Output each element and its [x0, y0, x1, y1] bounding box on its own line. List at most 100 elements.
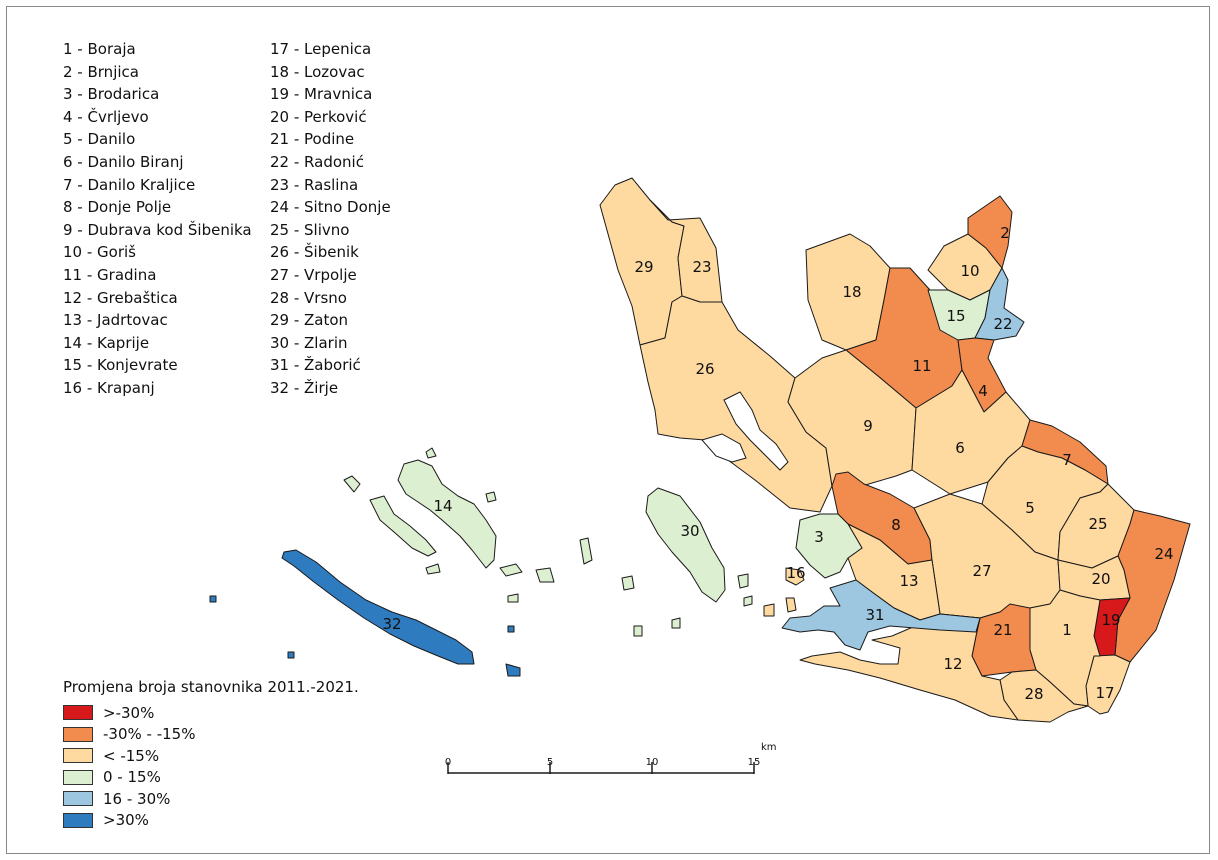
legend-swatch: [63, 812, 93, 828]
region-14: [397, 459, 497, 569]
region-islet: [743, 595, 753, 607]
place-name: 17 - Lepenica: [270, 40, 372, 58]
region-label-4: 4: [978, 382, 988, 400]
region-label-23: 23: [692, 258, 711, 276]
region-14: [343, 475, 361, 493]
region-label-21: 21: [993, 621, 1012, 639]
region-islet: [535, 567, 555, 583]
legend-item: 0 - 15%: [63, 767, 359, 789]
region-31: [781, 579, 981, 651]
scale-unit: km: [761, 742, 777, 753]
place-name: 7 - Danilo Kraljice: [63, 175, 196, 194]
region-label-32: 32: [382, 615, 401, 633]
region-label-6: 6: [955, 439, 965, 457]
legend-label: < -15%: [103, 746, 160, 765]
region-islet: [485, 491, 497, 503]
place-name: 13 - Jadrtovac: [63, 311, 168, 330]
region-label-24: 24: [1154, 545, 1173, 563]
place-name: 9 - Dubrava kod Šibenika: [63, 220, 252, 239]
region-3: [795, 513, 863, 579]
region-label-16: 16: [786, 564, 805, 582]
region-label-1: 1: [1062, 621, 1072, 639]
region-label-2: 2: [1000, 224, 1010, 242]
region-islet: [507, 593, 519, 603]
legend-swatch: [63, 705, 93, 721]
place-name: 19 - Mravnica: [270, 85, 373, 104]
legend-swatch: [63, 791, 93, 807]
place-name: 14 - Kaprije: [63, 333, 150, 352]
region-label-3: 3: [814, 528, 824, 546]
region-islet: [425, 563, 441, 575]
place-name: 21 - Podine: [270, 130, 355, 149]
region-islet: [785, 597, 797, 613]
place-name: 24 - Sitno Donje: [270, 198, 391, 217]
scale-bar: 0 5 10 15 km: [430, 742, 790, 782]
place-name: 3 - Brodarica: [63, 85, 160, 104]
region-label-7: 7: [1062, 451, 1072, 469]
region-label-14: 14: [433, 497, 452, 515]
place-name: 5 - Danilo: [63, 130, 136, 149]
region-label-8: 8: [891, 516, 901, 534]
place-name: 18 - Lozovac: [270, 62, 365, 81]
place-name: 12 - Grebaštica: [63, 288, 178, 307]
map-legend: Promjena broja stanovnika 2011.-2021. >-…: [63, 678, 359, 831]
scale-tick: 15: [747, 757, 761, 768]
place-name: 8 - Donje Polje: [63, 198, 172, 217]
place-name: 10 - Goriš: [63, 243, 136, 262]
region-label-15: 15: [946, 307, 965, 325]
region-2: [967, 195, 1013, 269]
region-label-27: 27: [972, 562, 991, 580]
legend-label: 16 - 30%: [103, 789, 171, 808]
region-label-10: 10: [960, 262, 979, 280]
region-label-30: 30: [680, 522, 699, 540]
place-name: 23 - Raslina: [270, 175, 359, 194]
place-name: 25 - Slivno: [270, 220, 350, 239]
legend-item: < -15%: [63, 745, 359, 767]
region-islet: [621, 575, 635, 591]
legend-item: >-30%: [63, 702, 359, 724]
region-label-9: 9: [863, 417, 873, 435]
region-label-5: 5: [1025, 499, 1035, 517]
place-name: 31 - Žaborić: [270, 356, 361, 375]
region-16: [785, 567, 805, 586]
place-name: 27 - Vrpolje: [270, 265, 357, 284]
place-name: 4 - Čvrljevo: [63, 107, 149, 126]
region-label-26: 26: [695, 360, 714, 378]
legend-label: -30% - -15%: [103, 725, 196, 744]
place-names-column-2: 17 - Lepenica 18 - Lozovac 19 - Mravnica…: [270, 38, 391, 400]
region-islet: [499, 563, 523, 577]
region-label-20: 20: [1091, 570, 1110, 588]
region-label-12: 12: [943, 655, 962, 673]
place-name: 22 - Radonić: [270, 152, 364, 171]
legend-label: >-30%: [103, 703, 155, 722]
region-label-22: 22: [993, 315, 1012, 333]
region-islet: [287, 651, 295, 659]
place-name: 30 - Zlarin: [270, 333, 348, 352]
place-name: 1 - Boraja: [63, 40, 136, 58]
place-name: 11 - Gradina: [63, 265, 157, 284]
region-label-13: 13: [899, 572, 918, 590]
region-label-25: 25: [1088, 515, 1107, 533]
region-islet: [507, 625, 515, 633]
region-30: [645, 487, 726, 603]
region-islet: [425, 447, 437, 459]
place-name: 2 - Brnjica: [63, 62, 139, 81]
legend-swatch: [63, 769, 93, 785]
place-name: 28 - Vrsno: [270, 288, 347, 307]
legend-swatch: [63, 726, 93, 742]
legend-item: 16 - 30%: [63, 788, 359, 810]
scale-bar-line: [447, 762, 755, 774]
scale-tick: 5: [546, 757, 554, 768]
region-islet: [671, 617, 681, 629]
scale-tick: 0: [444, 757, 452, 768]
legend-label: 0 - 15%: [103, 768, 161, 787]
place-name: 20 - Perković: [270, 107, 367, 126]
region-14: [369, 495, 437, 557]
place-names-column-1: 1 - Boraja 2 - Brnjica 3 - Brodarica 4 -…: [63, 38, 252, 400]
region-islet: [209, 595, 217, 603]
region-label-31: 31: [865, 606, 884, 624]
place-name: 26 - Šibenik: [270, 243, 359, 262]
prukljan-lake: [723, 391, 789, 471]
channel-water: [701, 433, 747, 463]
